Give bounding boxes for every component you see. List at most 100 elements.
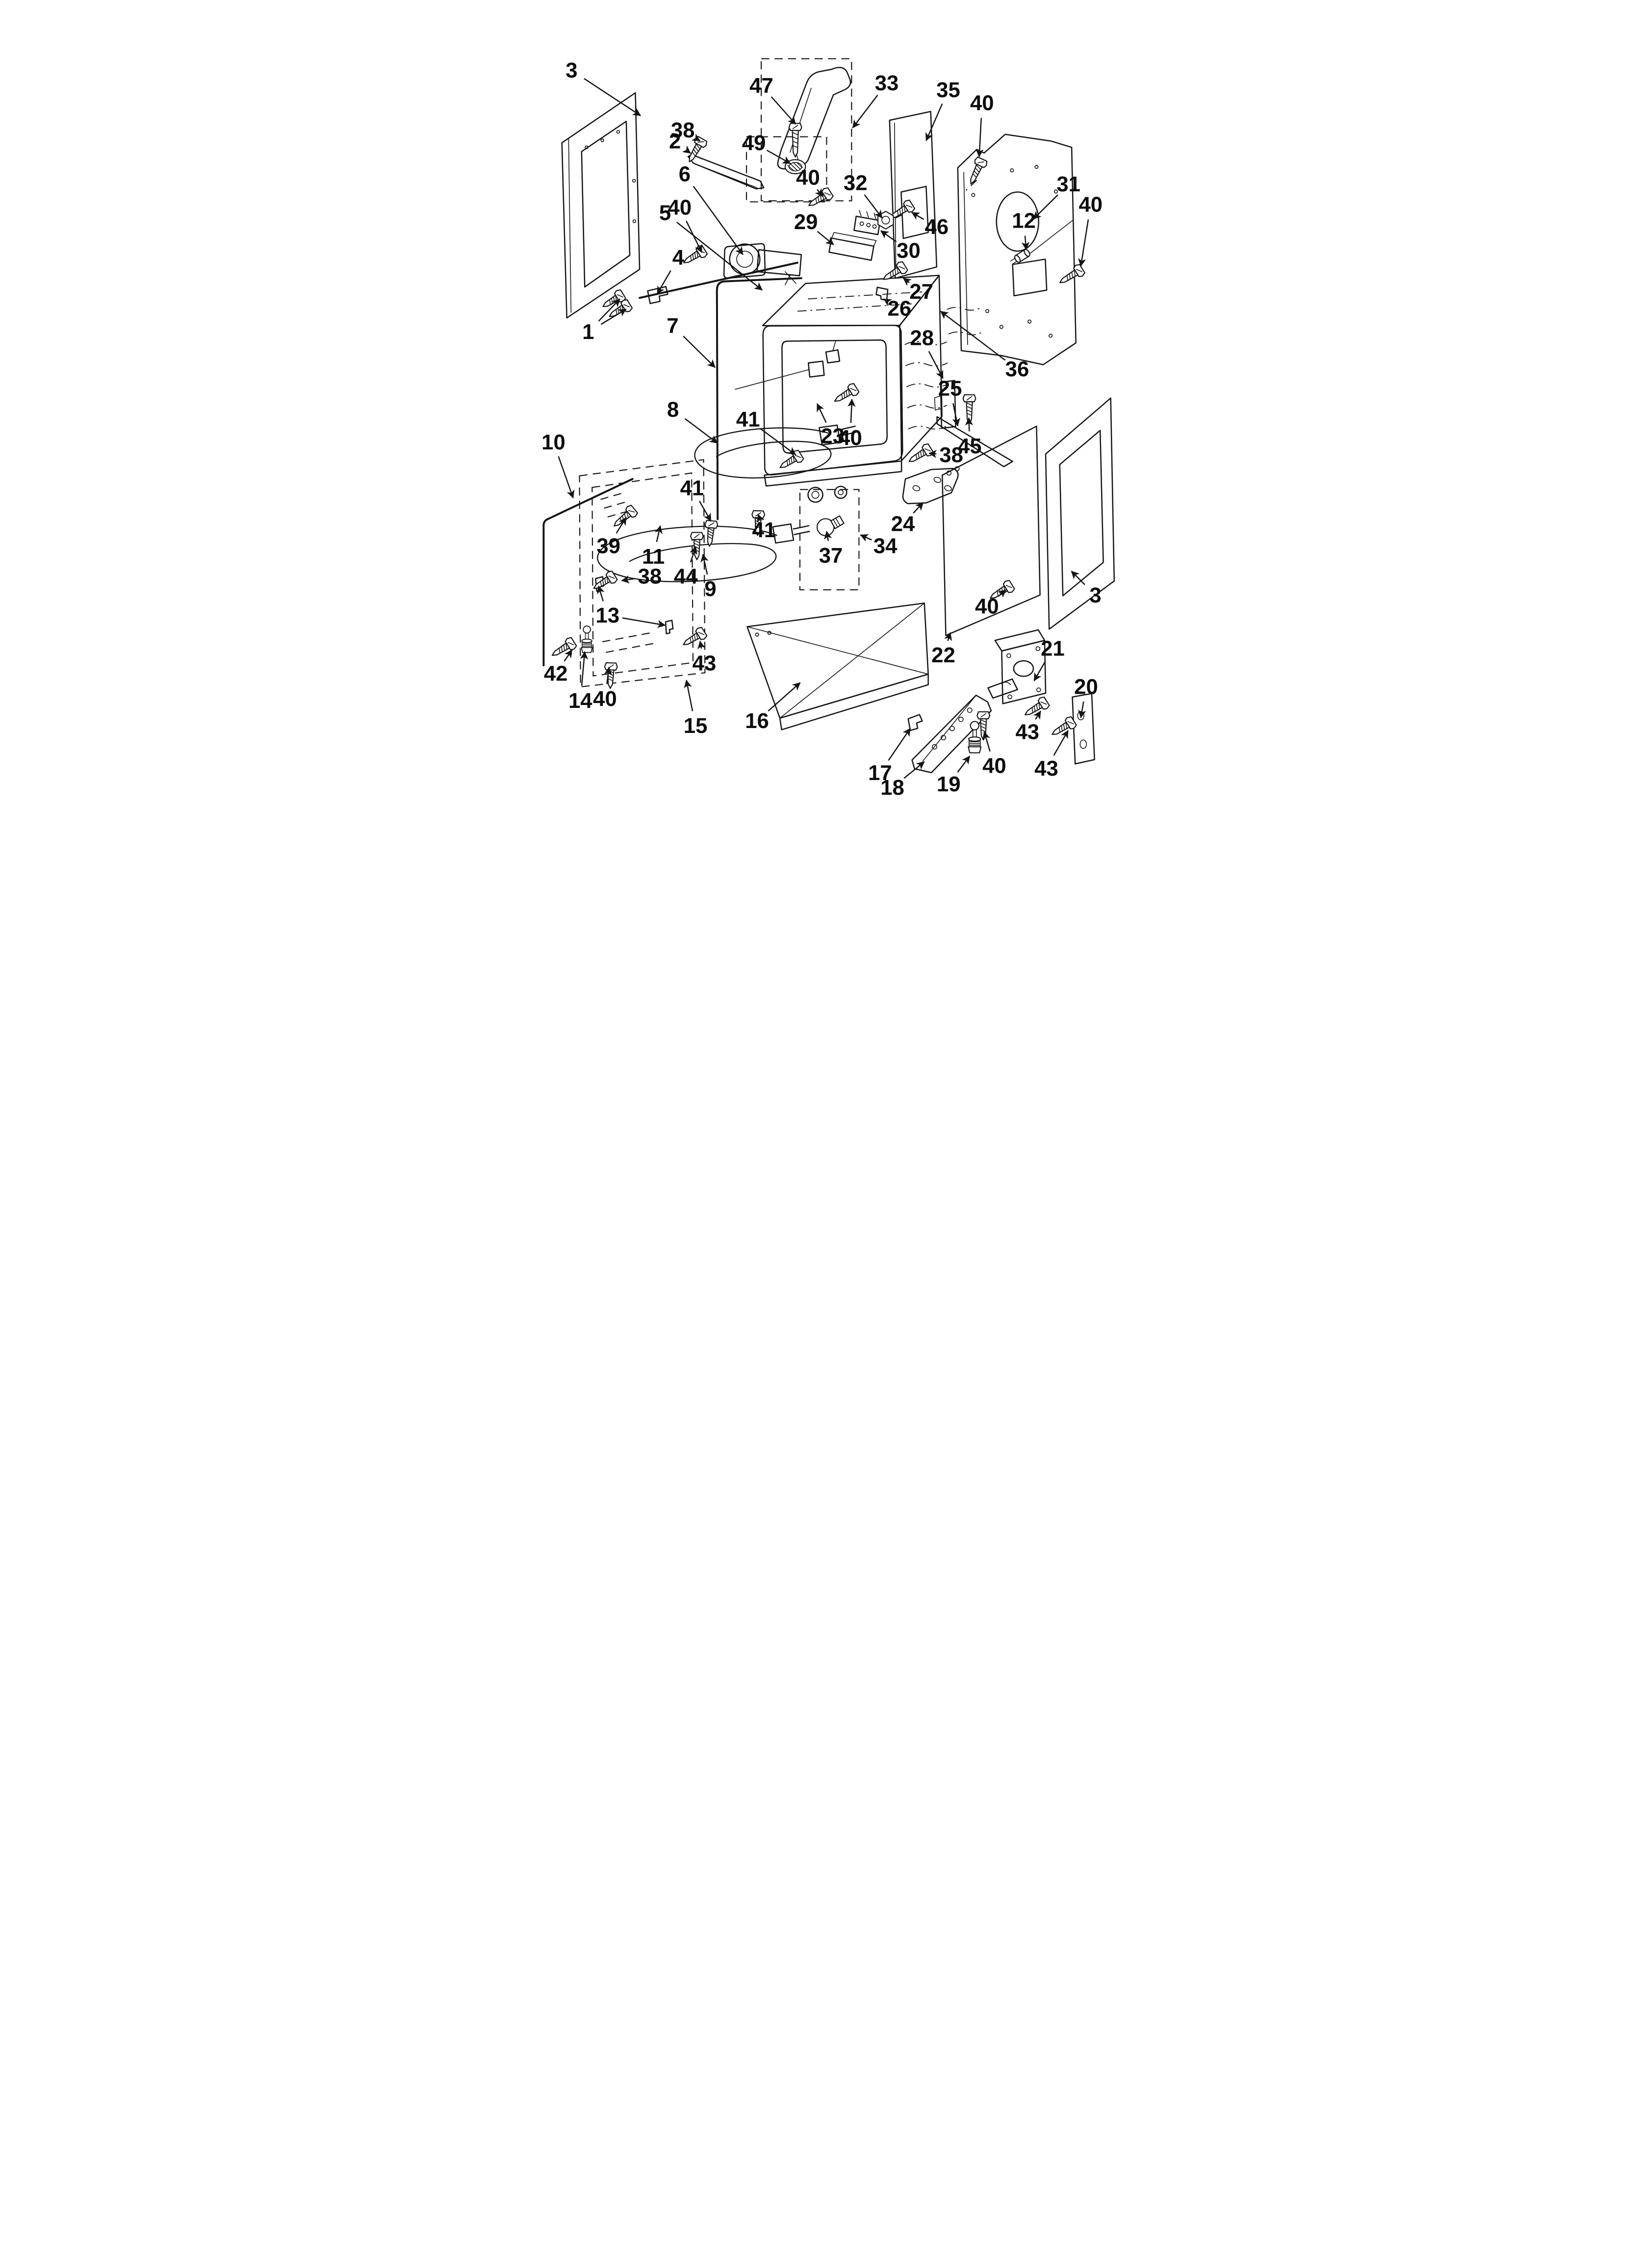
callout-arrow (982, 731, 991, 752)
callout-43: 43 (693, 640, 716, 675)
callout-40: 40 (970, 91, 994, 157)
callout-number: 33 (875, 71, 899, 95)
callout-number: 41 (736, 408, 760, 432)
callout-number: 42 (544, 661, 568, 685)
support-bracket-29-flange (831, 232, 877, 247)
callout-number: 36 (1005, 357, 1029, 381)
terminal-block-30 (853, 215, 881, 235)
callout-number: 2 (669, 130, 681, 154)
insulation-right-3 (906, 383, 948, 388)
callout-number: 40 (975, 594, 999, 618)
callout-arrow (700, 553, 709, 575)
callout-number: 30 (897, 238, 921, 262)
base-pan-16-cross (746, 602, 929, 719)
oven-cavity-right (899, 275, 943, 462)
callout-arrow (928, 351, 944, 379)
callout-arrow (697, 640, 706, 650)
callout-arrow (691, 133, 701, 142)
callout-arrow (621, 575, 635, 584)
screw-40-leader (966, 180, 977, 191)
left-side-panel-3-window (581, 121, 631, 288)
callout-2: 2 (669, 130, 691, 154)
callout-arrow (1071, 571, 1085, 585)
screw-40-sensor (834, 383, 860, 402)
callout-number: 8 (667, 398, 679, 422)
callout-38: 38 (621, 564, 662, 588)
callout-18: 18 (880, 761, 925, 800)
callout-number: 38 (671, 118, 695, 142)
callout-number: 18 (880, 776, 904, 800)
callout-16: 16 (745, 682, 801, 733)
oven-cavity-front (762, 324, 903, 476)
callout-arrow (564, 649, 573, 662)
callout-arrow (622, 617, 666, 628)
callout-29: 29 (794, 210, 834, 245)
callout-41: 41 (736, 408, 796, 455)
support-bracket-29 (828, 237, 874, 261)
callout-number: 9 (704, 577, 716, 601)
rear-clip-17 (907, 714, 923, 731)
callout-number: 24 (891, 512, 915, 536)
anti-tip-plate-20-holes (1077, 711, 1087, 749)
callout-37: 37 (819, 531, 843, 568)
rear-panel-31-oval (996, 191, 1040, 252)
rear-panel-31-holes (971, 165, 1058, 338)
callout-41: 41 (680, 476, 712, 522)
terminal-block-30-screws (859, 221, 877, 229)
latch-motor-6-plate (756, 249, 802, 277)
callout-4: 4 (656, 246, 685, 295)
callout-46: 46 (911, 211, 949, 239)
callout-38: 38 (928, 443, 963, 467)
insulation-right-1 (904, 341, 948, 345)
callout-number: 41 (752, 518, 776, 542)
callout-arrow (690, 546, 697, 563)
callout-number: 43 (1034, 756, 1058, 781)
callout-34: 34 (860, 534, 898, 558)
callout-arrow (676, 222, 763, 291)
insulation-right-4 (907, 404, 948, 409)
oven-sensor-23-plug (825, 349, 841, 364)
callout-number: 25 (938, 377, 962, 401)
callout-arrow (1033, 194, 1058, 220)
callout-arrow (654, 525, 663, 542)
callout-number: 40 (668, 195, 692, 219)
rear-brace-35 (889, 110, 938, 279)
screw-43-e (1052, 716, 1077, 735)
callout-number: 37 (819, 544, 843, 568)
callout-arrow (816, 403, 827, 423)
callout-arrow (888, 728, 911, 761)
broil-element-8-terminal (819, 424, 857, 446)
left-side-panel-3-outer (561, 92, 641, 319)
callout-41: 41 (752, 514, 776, 542)
callout-arrow (604, 666, 612, 684)
right-side-panel-3-outer (1045, 397, 1115, 630)
callout-arrow (817, 231, 834, 245)
callout-number: 17 (868, 761, 892, 785)
callout-arrow (925, 103, 943, 141)
callout-arrow (684, 679, 693, 711)
callout-number: 28 (910, 326, 934, 350)
callout-number: 23 (821, 424, 845, 448)
callout-10: 10 (541, 430, 575, 498)
callout-3: 3 (565, 58, 641, 116)
callout-number: 5 (659, 201, 671, 225)
screw-38-hinge (908, 443, 934, 462)
door-clip-13-b (665, 620, 674, 635)
callout-arrow (682, 145, 691, 154)
callout-44: 44 (674, 546, 698, 588)
light-lens-b-inner (838, 489, 844, 495)
hardware-layer (551, 123, 1086, 754)
callout-arrow (847, 398, 856, 423)
broil-element-8 (694, 427, 832, 479)
callout-arrow (768, 682, 801, 712)
callout-arrow (860, 534, 872, 542)
callout-number: 6 (679, 162, 691, 186)
callout-arrow (1033, 661, 1046, 681)
callout-number: 45 (958, 434, 982, 458)
callout-number: 40 (970, 91, 994, 115)
ground-bracket-28-hook (934, 395, 942, 411)
right-side-panel-3-window (1059, 430, 1104, 597)
callout-arrow (997, 589, 1006, 598)
insulation-wrap-2 (948, 331, 981, 336)
